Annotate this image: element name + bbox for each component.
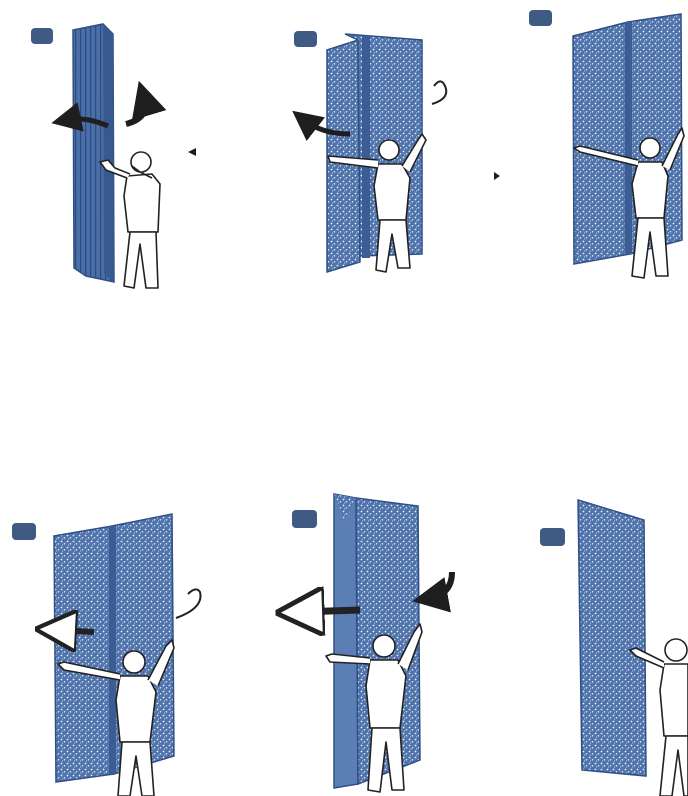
open-two-leaf-panel — [572, 13, 683, 265]
curl-right-arrow — [175, 588, 202, 619]
step-4 — [12, 513, 202, 796]
person-figure — [325, 623, 423, 793]
swing-left-arrow — [292, 110, 351, 142]
step-2 — [292, 31, 448, 274]
step-5 — [292, 493, 455, 793]
person-figure — [99, 151, 161, 289]
step-badge — [540, 528, 565, 546]
step-1 — [31, 23, 196, 289]
person-figure — [57, 639, 175, 796]
single-sheet-panel — [577, 498, 647, 777]
step-pointer-arrow — [188, 148, 196, 156]
step-badge — [294, 31, 317, 47]
step-badge — [529, 10, 552, 26]
step-badge — [31, 28, 53, 44]
open-two-leaf-panel — [53, 513, 175, 783]
step-pointer-arrow — [494, 172, 500, 180]
person-figure — [327, 133, 427, 273]
rotate-left-arrow — [51, 102, 109, 132]
step-badge — [292, 510, 317, 528]
curl-right-arrow — [431, 80, 448, 105]
person-figure — [629, 638, 688, 796]
person-figure — [573, 127, 685, 279]
step-3 — [494, 10, 685, 279]
step-6 — [540, 498, 688, 796]
push-left-arrow — [56, 630, 95, 632]
step-badge — [12, 523, 36, 540]
push-left-arrow — [300, 610, 361, 612]
folded-panel — [72, 23, 115, 283]
rotate-right-arrow — [125, 80, 167, 127]
curl-down-arrow — [412, 571, 455, 613]
